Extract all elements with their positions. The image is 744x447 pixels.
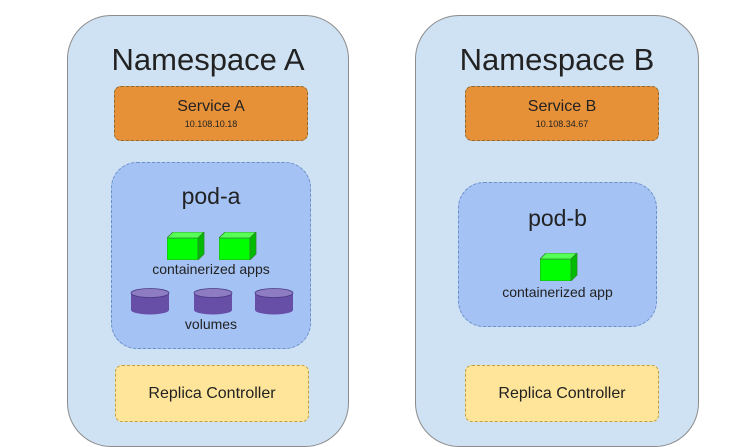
volume-cylinder-icon (254, 288, 294, 315)
container-cube-icon (219, 232, 257, 260)
service-b-ip: 10.108.34.67 (535, 119, 589, 129)
pod-a-volumes-label: volumes (184, 316, 238, 332)
pod-b-apps-label: containerized app (502, 284, 613, 300)
volume-cylinder-icon (193, 288, 233, 315)
service-a-ip: 10.108.10.18 (184, 119, 238, 129)
service-b-name: Service B (527, 98, 597, 115)
pod-a: pod-a containerized apps volumes (111, 162, 311, 349)
pod-b: pod-b containerized app (458, 182, 657, 327)
namespace-a: Namespace A Service A 10.108.10.18 pod-a… (67, 15, 349, 447)
pod-a-apps-label: containerized apps (152, 261, 270, 277)
container-cube-icon (540, 253, 578, 281)
volume-cylinder-icon (130, 288, 170, 315)
pod-a-title: pod-a (181, 183, 241, 209)
namespace-b: Namespace B Service B 10.108.34.67 pod-b… (415, 15, 699, 447)
pod-b-title: pod-b (528, 205, 587, 231)
namespace-b-title: Namespace B (459, 42, 655, 77)
service-a: Service A 10.108.10.18 (114, 86, 308, 141)
replica-controller-b: Replica Controller (465, 365, 659, 422)
replica-controller-a-label: Replica Controller (148, 385, 276, 402)
service-b: Service B 10.108.34.67 (465, 86, 659, 141)
namespace-a-title: Namespace A (111, 42, 305, 77)
replica-controller-a: Replica Controller (115, 365, 309, 422)
replica-controller-b-label: Replica Controller (498, 385, 626, 402)
service-a-name: Service A (177, 98, 245, 115)
container-cube-icon (167, 232, 205, 260)
